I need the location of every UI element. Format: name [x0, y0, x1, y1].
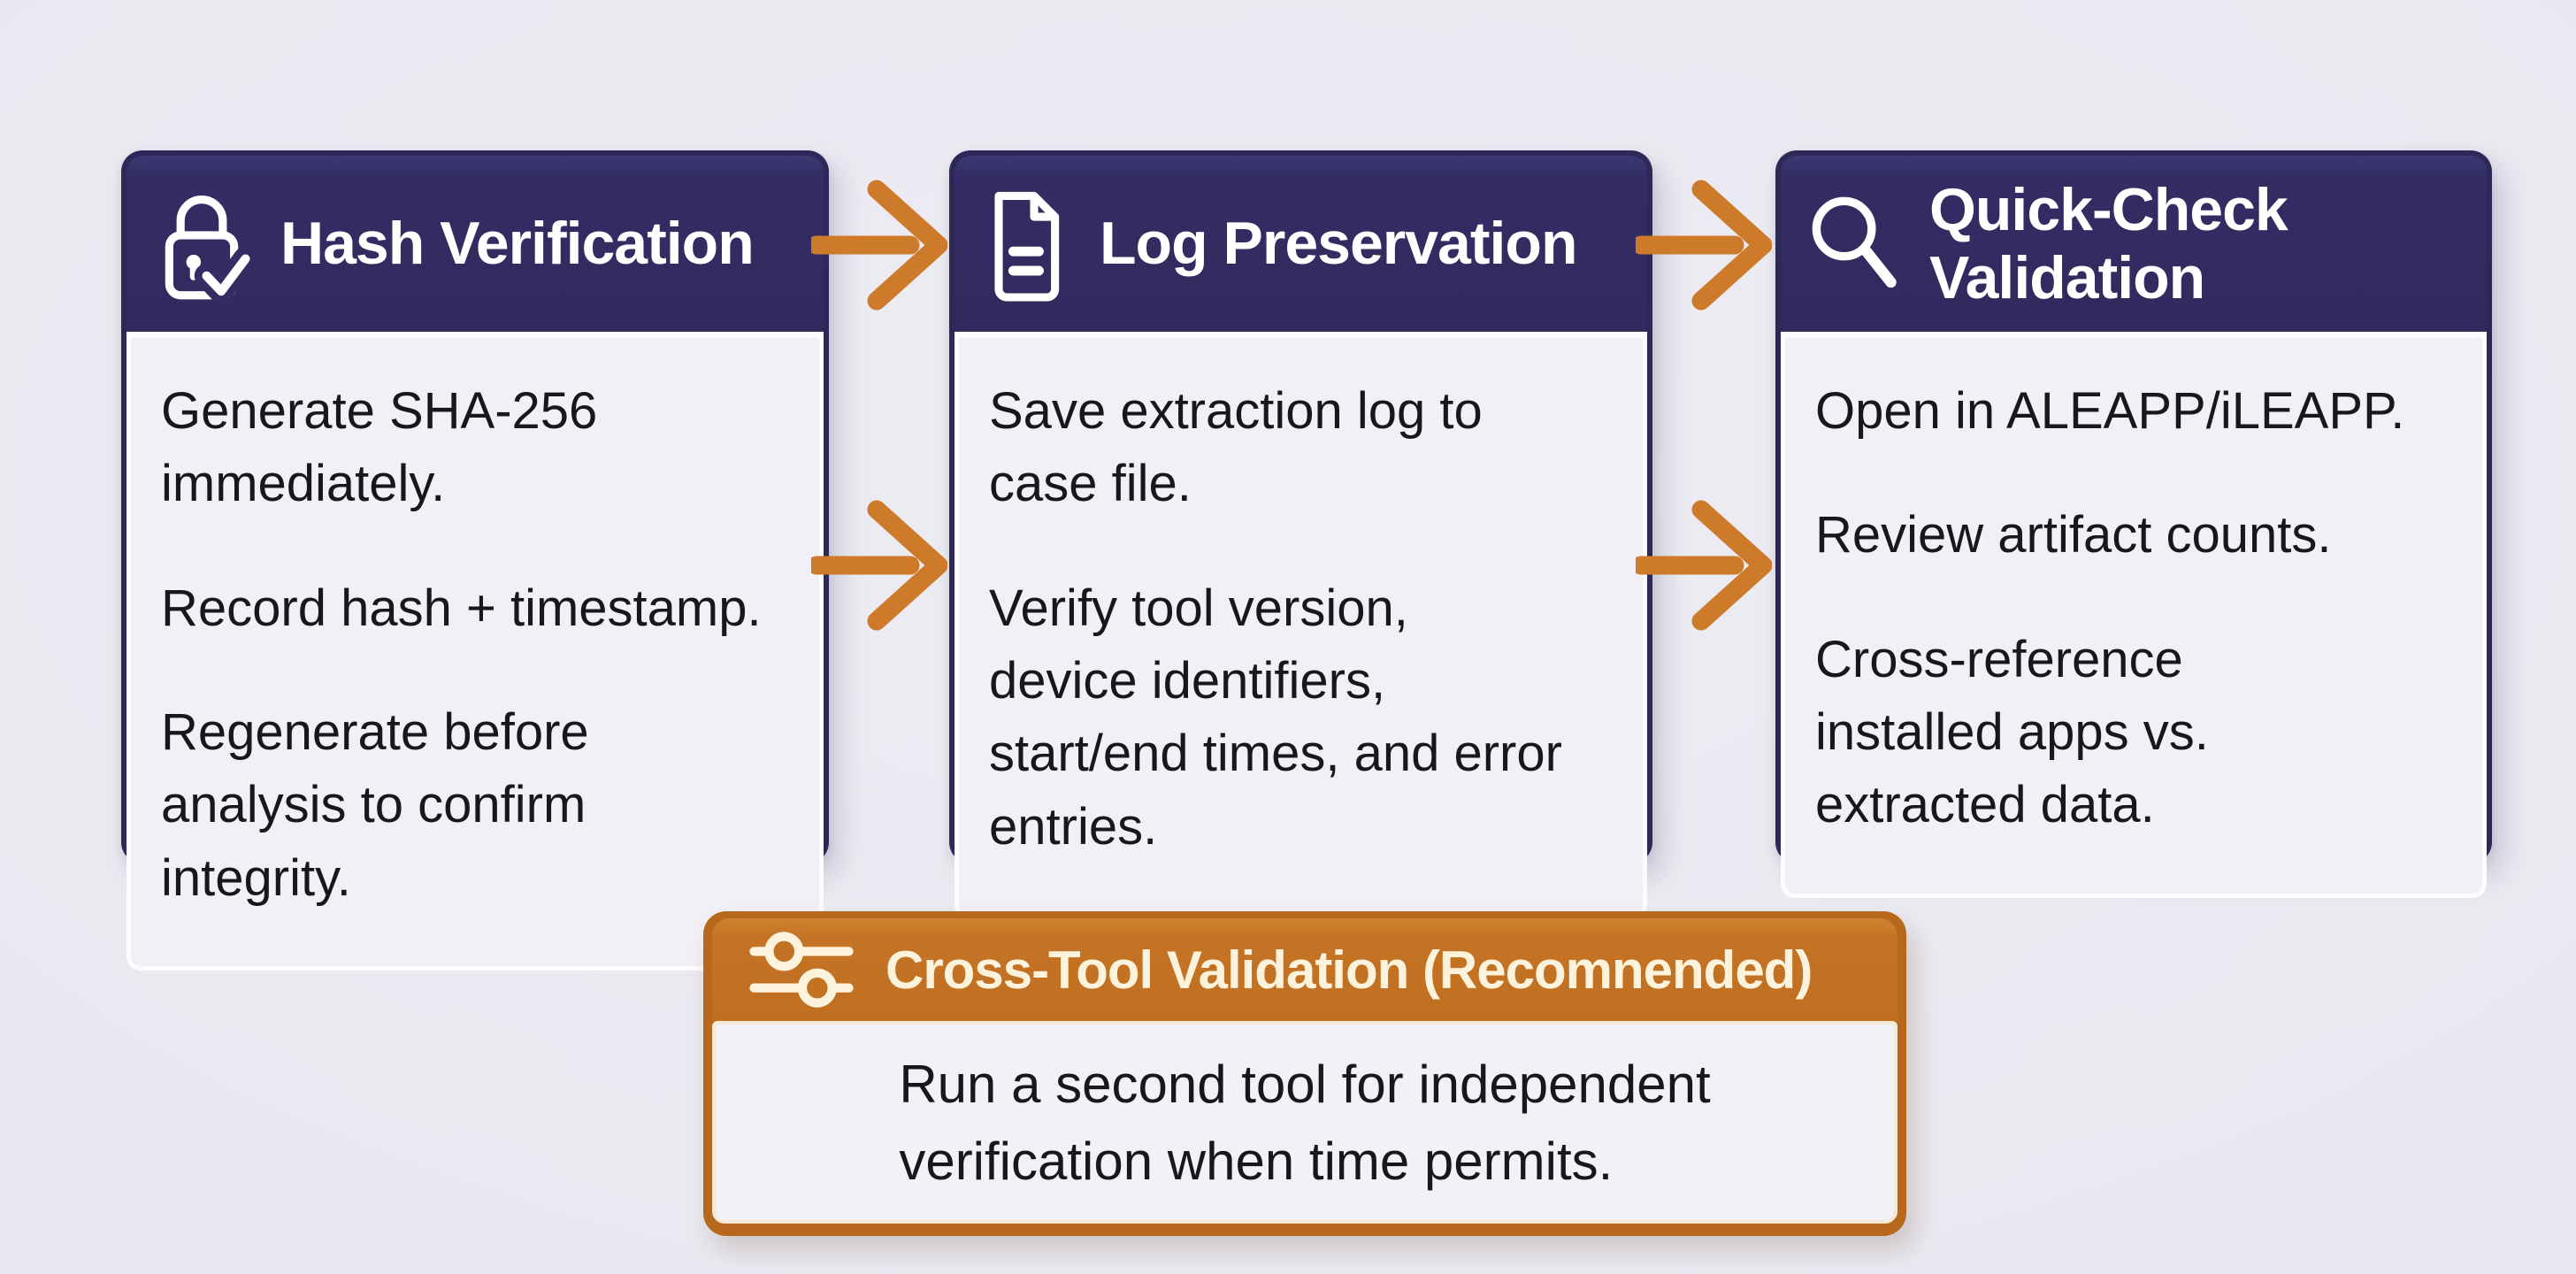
card-hash-verification: Hash Verification Generate SHA-256 immed…: [121, 150, 829, 971]
banner-body-text: Run a second tool for independent verifi…: [899, 1054, 1711, 1191]
card-title: Quick-Check Validation: [1929, 176, 2288, 311]
document-icon: [981, 185, 1070, 303]
magnifier-icon: [1807, 189, 1899, 299]
card-header: Log Preservation: [954, 156, 1647, 332]
sliders-icon: [748, 925, 855, 1014]
card-body-text: Save extraction log to case file.: [989, 382, 1483, 513]
lock-check-icon: [153, 180, 250, 309]
card-body: Open in ALEAPP/iLEAPP. Review artifact c…: [1781, 332, 2487, 898]
banner-cross-tool-validation: Cross-Tool Validation (Recomnended) Run …: [703, 911, 1906, 1236]
card-title: Hash Verification: [280, 210, 755, 278]
card-body-text: Cross-reference installed apps vs. extra…: [1815, 630, 2209, 834]
card-body: Save extraction log to case file. Verify…: [954, 332, 1647, 920]
arrow-right-icon: [811, 500, 947, 631]
arrow-right-icon: [1636, 500, 1772, 631]
card-body-text: Open in ALEAPP/iLEAPP.: [1815, 382, 2405, 440]
banner-header: Cross-Tool Validation (Recomnended): [712, 918, 1898, 1021]
arrow-right-icon: [811, 180, 947, 311]
card-title: Log Preservation: [1100, 210, 1577, 278]
card-body: Generate SHA-256 immediately. Record has…: [126, 332, 824, 971]
banner-title: Cross-Tool Validation (Recomnended): [886, 940, 1813, 1000]
card-header: Hash Verification: [126, 156, 824, 332]
banner-body: Run a second tool for independent verifi…: [712, 1021, 1898, 1224]
card-body-text: Generate SHA-256 immediately.: [161, 382, 598, 513]
arrow-right-icon: [1636, 180, 1772, 311]
card-body-text: Review artifact counts.: [1815, 506, 2332, 564]
card-header: Quick-Check Validation: [1781, 156, 2487, 332]
card-body-text: Verify tool version, device identifiers,…: [989, 579, 1562, 856]
card-body-text: Record hash + timestamp.: [161, 579, 762, 637]
card-log-preservation: Log Preservation Save extraction log to …: [949, 150, 1652, 920]
card-quick-check-validation: Quick-Check Validation Open in ALEAPP/iL…: [1775, 150, 2492, 898]
card-body-text: Regenerate before analysis to confirm in…: [161, 703, 589, 907]
